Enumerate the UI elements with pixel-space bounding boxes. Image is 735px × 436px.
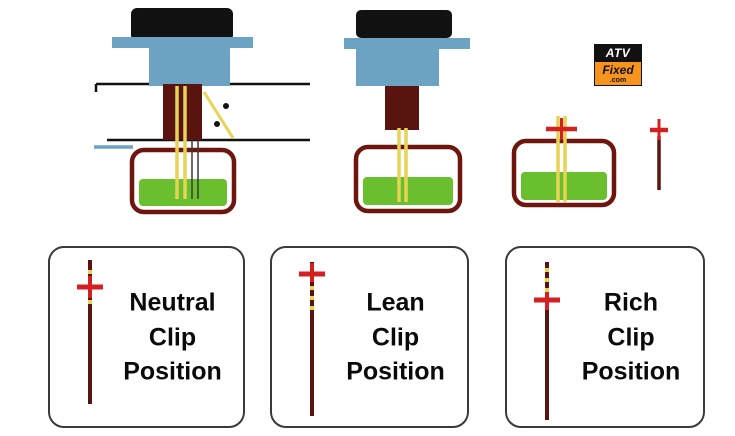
carb-assembly-neutral <box>94 8 310 215</box>
fuel-level <box>139 179 227 206</box>
logo-atv-text: ATV <box>595 45 641 62</box>
logo-fixed-text: Fixed <box>602 63 634 77</box>
panel-rich-title: Rich Clip Position <box>581 288 681 386</box>
carb-assembly-rich <box>511 116 617 208</box>
slide-top-flange <box>344 38 470 49</box>
throttle-slide <box>356 49 439 86</box>
linkage-pivot-dot <box>223 103 229 109</box>
panel-lean-title: Lean Clip Position <box>346 288 445 386</box>
panel-neutral-title: Neutral Clip Position <box>123 288 222 386</box>
carburetor-diagrams <box>94 8 668 215</box>
needle-diagram-rich <box>534 262 560 420</box>
slide-cap <box>131 8 233 41</box>
needle-jet-block <box>163 84 202 140</box>
fuel-level <box>363 177 453 205</box>
logo-fixed-block: Fixed .com <box>595 62 641 85</box>
panel-neutral: Neutral Clip Position <box>48 246 245 428</box>
needle-diagram-lean <box>299 262 325 416</box>
slide-top-flange <box>112 37 253 48</box>
throttle-slide <box>149 48 230 86</box>
needle-jet-block <box>385 86 419 130</box>
standalone-needle <box>650 119 668 190</box>
logo-com-text: .com <box>609 77 627 84</box>
linkage-rod <box>202 91 235 139</box>
slide-cap <box>356 10 452 38</box>
panel-lean: Lean Clip Position <box>270 246 469 428</box>
needle-diagram-neutral <box>77 260 103 404</box>
panel-rich: Rich Clip Position <box>505 246 705 428</box>
linkage-pivot-dot <box>214 121 220 127</box>
atvfixed-logo: ATV Fixed .com <box>594 44 642 86</box>
carb-assembly-lean <box>344 10 470 214</box>
